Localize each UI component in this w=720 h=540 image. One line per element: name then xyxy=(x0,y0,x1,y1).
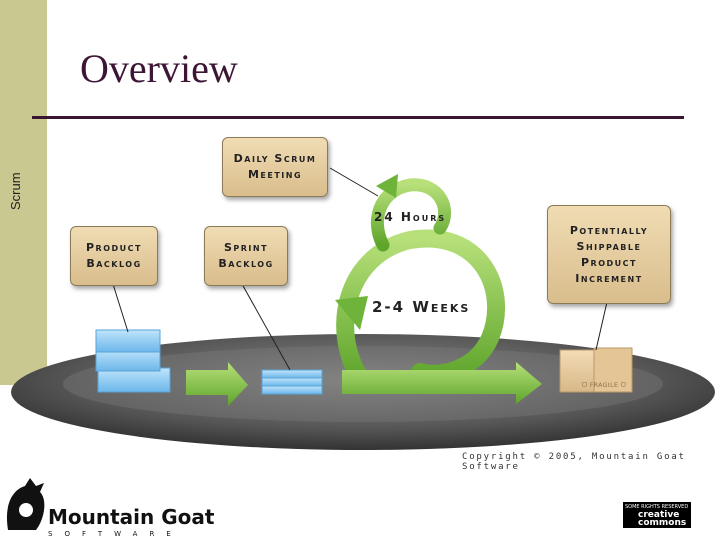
product-backlog-box: Product Backlog xyxy=(70,226,158,286)
daily-scrum-box: Daily Scrum Meeting xyxy=(222,137,328,197)
leader-increment xyxy=(596,302,607,350)
crate-stamp: ᗜ FRAGILE ᗜ xyxy=(582,382,626,390)
license-name: creative commons xyxy=(638,511,691,527)
copyright-text: Copyright © 2005, Mountain Goat Software xyxy=(462,452,720,472)
sprint-cycle-label: 2-4 Weeks xyxy=(372,298,470,316)
leader-daily xyxy=(330,168,378,196)
sprint-backlog-box: Sprint Backlog xyxy=(204,226,288,286)
product-backlog-stack xyxy=(96,330,170,392)
daily-cycle-label: 24 Hours xyxy=(374,210,446,224)
logo-name: Mountain Goat xyxy=(48,505,214,529)
leader-product xyxy=(113,284,128,332)
increment-box: Potentially Shippable Product Increment xyxy=(547,205,671,304)
logo-subtitle: SOFTWARE xyxy=(48,530,183,538)
creative-commons-badge[interactable]: SOME RIGHTS RESERVED creative commons xyxy=(623,502,691,528)
sprint-backlog-stack xyxy=(262,370,322,394)
goat-logo-icon xyxy=(7,478,44,530)
